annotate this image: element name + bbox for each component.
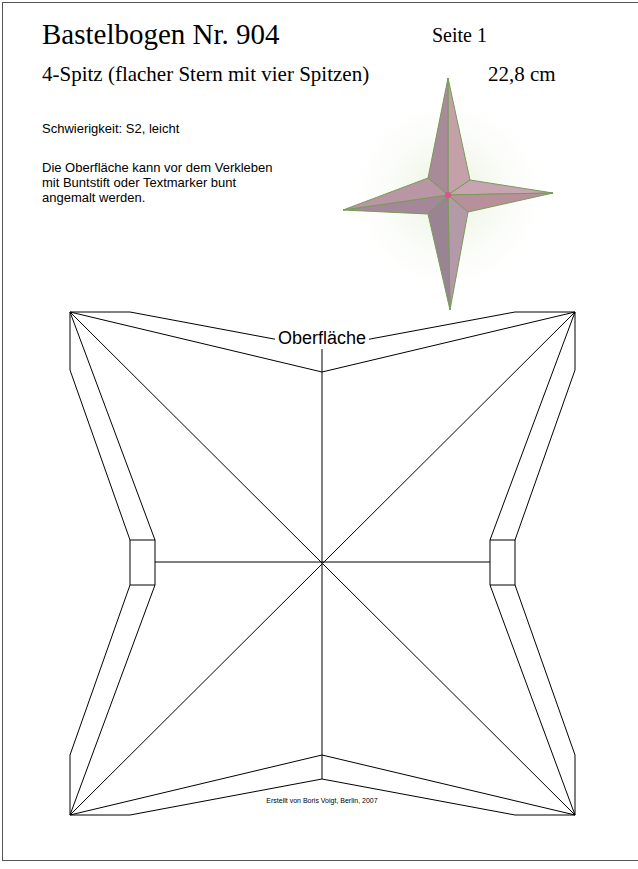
difficulty-note: Schwierigkeit: S2, leicht xyxy=(42,121,179,136)
sheet-title: Bastelbogen Nr. 904 xyxy=(42,18,280,51)
star-illustration xyxy=(338,78,558,310)
subtitle: 4-Spitz (flacher Stern mit vier Spitzen) xyxy=(42,62,369,87)
part-label: Oberfläche xyxy=(275,328,369,349)
size-note: 22,8 cm xyxy=(488,62,556,87)
page-number: Seite 1 xyxy=(432,24,487,47)
instruction-note: Die Oberfläche kann vor dem Verkleben mi… xyxy=(42,161,292,206)
author-credit: Erstellt von Boris Voigt, Berlin, 2007 xyxy=(266,797,377,804)
net-outline xyxy=(70,312,575,815)
page-frame xyxy=(3,3,638,861)
